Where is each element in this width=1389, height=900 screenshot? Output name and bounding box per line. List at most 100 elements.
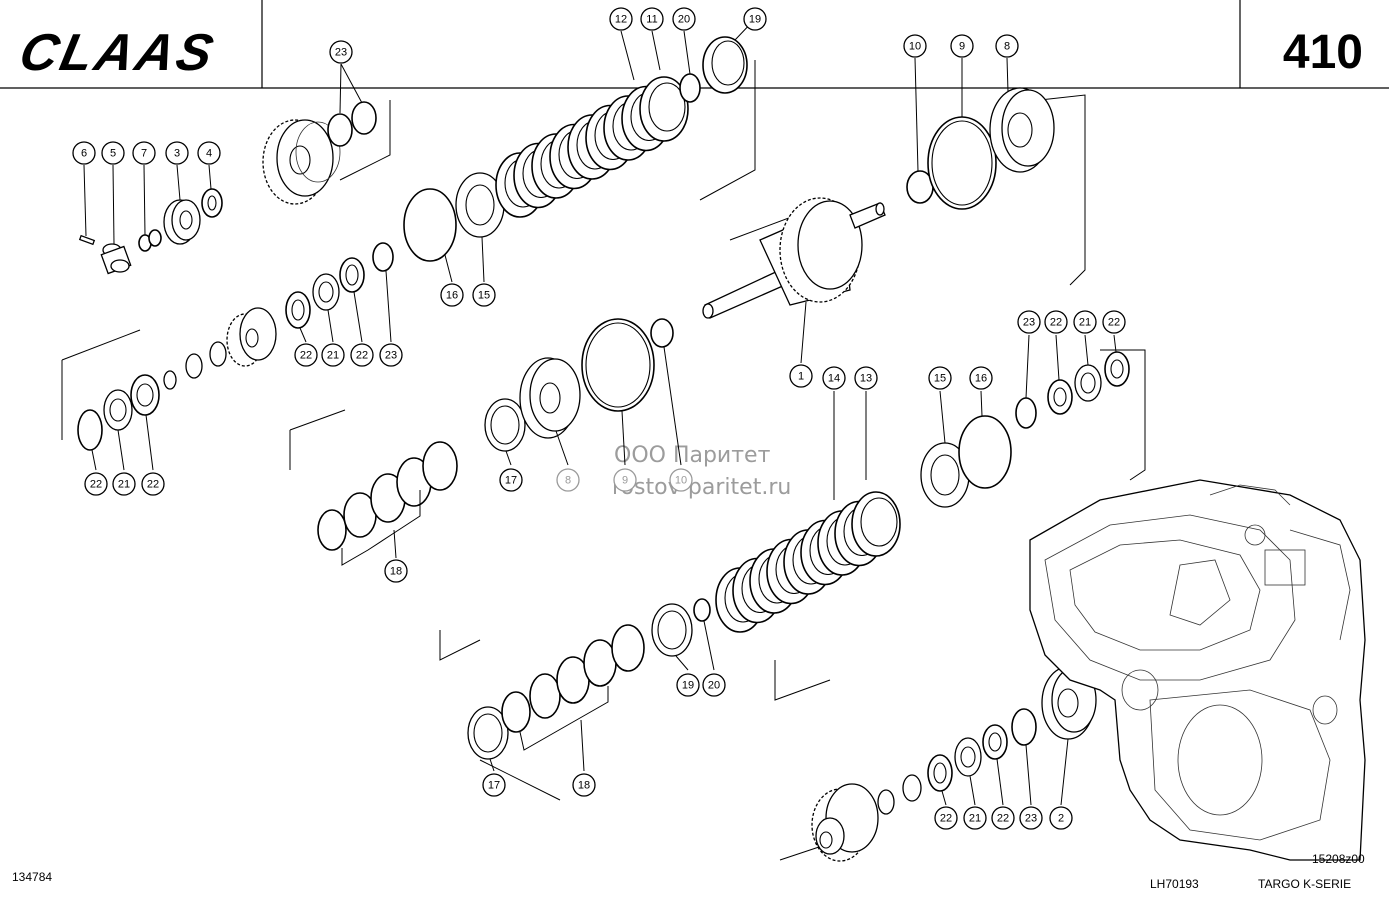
callout-label: 15 <box>934 373 946 385</box>
callout-20: 20 <box>702 673 726 697</box>
callout-label: 3 <box>174 148 180 160</box>
gear-middle-left <box>226 307 277 367</box>
callout-14: 14 <box>822 366 846 390</box>
callout-label: 2 <box>1058 813 1064 825</box>
callout-8: 8 <box>556 468 580 492</box>
washers-right-upper <box>1015 351 1130 429</box>
washers-lower-right <box>877 666 1097 815</box>
ring-part-9-mid <box>581 318 655 412</box>
callout-label: 10 <box>909 41 921 53</box>
callout-16: 16 <box>969 366 993 390</box>
callout-6: 6 <box>72 141 96 165</box>
pin-part-6 <box>78 234 96 246</box>
output-shaft-part-1 <box>702 197 886 319</box>
callout-19: 19 <box>743 7 767 31</box>
bearing-part-8-mid <box>519 357 581 439</box>
callout-label: 22 <box>997 813 1009 825</box>
snapring-part-16-right <box>958 415 1012 489</box>
callout-20: 20 <box>672 7 696 31</box>
callout-label: 9 <box>959 41 965 53</box>
callout-9: 9 <box>613 468 637 492</box>
callout-15: 15 <box>472 283 496 307</box>
callout-15: 15 <box>928 366 952 390</box>
callout-label: 21 <box>327 350 339 362</box>
callout-label: 15 <box>478 290 490 302</box>
callout-label: 22 <box>300 350 312 362</box>
clutch-pack-lower <box>651 491 901 657</box>
callout-19: 19 <box>676 673 700 697</box>
sleeve-part-17-mid <box>484 398 526 452</box>
page-number: 410 <box>1283 26 1363 79</box>
washers-22-21-22-23-mid <box>285 242 394 329</box>
callout-21: 21 <box>321 343 345 367</box>
footer-center-code: LH70193 <box>1150 877 1199 891</box>
callout-3: 3 <box>165 141 189 165</box>
callout-18: 18 <box>572 773 596 797</box>
callout-label: 22 <box>147 479 159 491</box>
callout-label: 11 <box>646 14 657 26</box>
callout-4: 4 <box>197 141 221 165</box>
footer-series: TARGO K-SERIE <box>1258 877 1351 891</box>
callout-22: 22 <box>934 806 958 830</box>
callout-5: 5 <box>101 141 125 165</box>
callout-label: 20 <box>708 680 720 692</box>
callout-7: 7 <box>132 141 156 165</box>
callout-9: 9 <box>950 34 974 58</box>
footer-right-code: 15208z00 <box>1312 852 1365 866</box>
ring-pair-23-top <box>327 101 377 147</box>
callout-22: 22 <box>141 472 165 496</box>
callout-8: 8 <box>995 34 1019 58</box>
callout-label: 19 <box>682 680 694 692</box>
callout-10: 10 <box>669 468 693 492</box>
callout-label: 22 <box>940 813 952 825</box>
callout-label: 13 <box>860 373 872 385</box>
callout-23: 23 <box>1019 806 1043 830</box>
callout-23: 23 <box>329 40 353 64</box>
callout-16: 16 <box>440 283 464 307</box>
callout-21: 21 <box>112 472 136 496</box>
callout-label: 10 <box>675 475 687 487</box>
callout-13: 13 <box>854 366 878 390</box>
callout-22: 22 <box>84 472 108 496</box>
callout-23: 23 <box>1017 310 1041 334</box>
callout-17: 17 <box>482 773 506 797</box>
callout-22: 22 <box>350 343 374 367</box>
ring-set-18-lower <box>467 624 645 760</box>
callout-label: 16 <box>446 290 458 302</box>
callout-18: 18 <box>384 559 408 583</box>
callout-22: 22 <box>294 343 318 367</box>
callout-1: 1 <box>789 364 813 388</box>
callout-label: 23 <box>1025 813 1037 825</box>
callout-23: 23 <box>379 343 403 367</box>
callout-22: 22 <box>991 806 1015 830</box>
leader-lines <box>83 18 1117 806</box>
callout-10: 10 <box>903 34 927 58</box>
plate-part-15-right <box>920 442 970 508</box>
callout-22: 22 <box>1044 310 1068 334</box>
callout-label: 5 <box>110 148 116 160</box>
callout-label: 19 <box>749 14 761 26</box>
callout-label: 4 <box>206 148 212 160</box>
callout-label: 22 <box>90 479 102 491</box>
callout-label: 6 <box>81 148 87 160</box>
callout-label: 23 <box>385 350 397 362</box>
callout-22: 22 <box>1102 310 1126 334</box>
callout-label: 23 <box>1023 317 1035 329</box>
ring-part-9-upper <box>927 116 997 210</box>
callout-label: 17 <box>488 780 500 792</box>
ring-part-10-mid <box>650 318 674 348</box>
callout-21: 21 <box>963 806 987 830</box>
callout-label: 9 <box>622 475 628 487</box>
gear-lower-right <box>811 783 879 862</box>
callout-label: 21 <box>1079 317 1091 329</box>
washer-part-4 <box>201 188 223 218</box>
callout-label: 8 <box>1004 41 1010 53</box>
ring-part-7 <box>138 229 162 252</box>
bearing-part-8-upper <box>989 87 1055 173</box>
callout-label: 21 <box>969 813 981 825</box>
footer-left-code: 134784 <box>12 870 52 884</box>
callout-label: 18 <box>578 780 590 792</box>
callout-label: 7 <box>141 148 147 160</box>
brand-logo: CLAAS <box>15 24 221 82</box>
